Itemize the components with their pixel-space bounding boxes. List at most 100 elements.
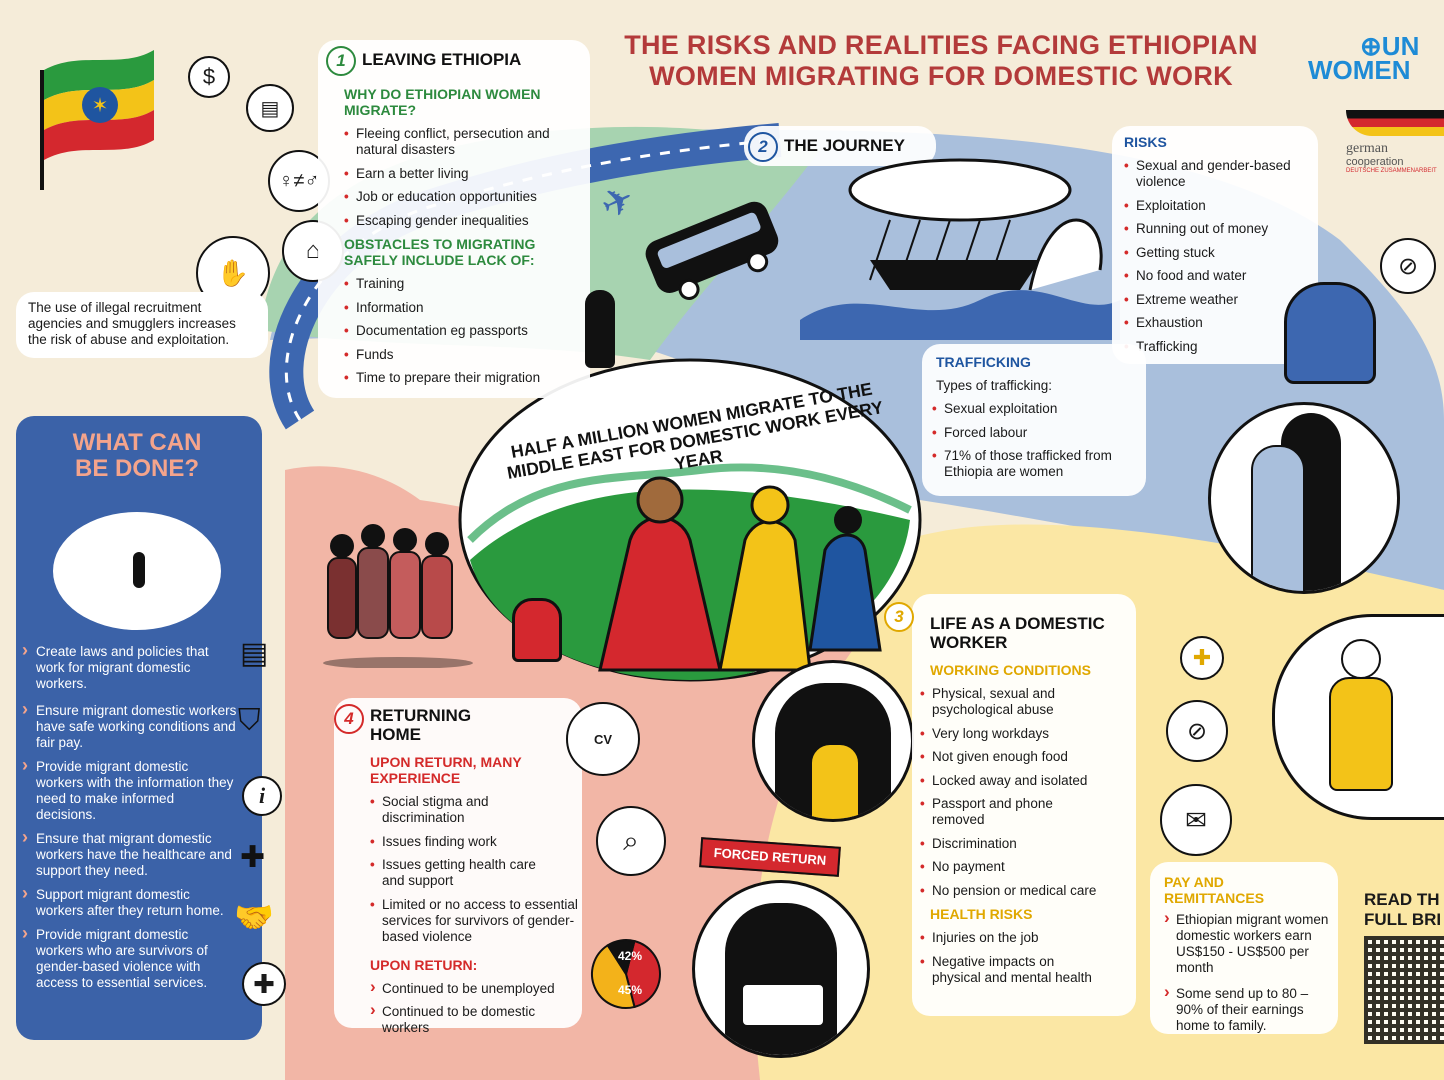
obstacles-heading: OBSTACLES TO MIGRATING SAFELY INCLUDE LA… xyxy=(344,236,536,268)
list-item: Time to prepare their migration xyxy=(344,370,578,386)
globe-icon: ⊕ xyxy=(1360,31,1382,61)
what-can-be-done-list: Create laws and policies that work for m… xyxy=(22,642,238,991)
list-item: Continued to be unemployed xyxy=(370,979,572,997)
list-item: Limited or no access to essential servic… xyxy=(370,897,580,945)
list-item: Locked away and isolated xyxy=(920,773,1128,789)
list-item: Sexual and gender-based violence xyxy=(1124,158,1308,190)
forced-return-illustration xyxy=(692,880,870,1058)
pie-slice-unemployed xyxy=(624,939,661,1009)
section-4-title: RETURNING HOME xyxy=(370,706,472,744)
walking-woman-icon xyxy=(585,290,615,368)
shield-check-icon: ⛉ xyxy=(238,704,261,737)
list-item: Documentation eg passports xyxy=(344,323,578,339)
list-item: Information xyxy=(344,300,578,316)
law-document-icon: ▤ xyxy=(240,637,269,670)
cash-envelope-icon: ✉ xyxy=(1160,784,1232,856)
returning-group-illustration xyxy=(323,524,473,668)
list-item: Support migrant domestic workers after t… xyxy=(22,885,238,919)
pay-list: Ethiopian migrant women domestic workers… xyxy=(1164,910,1330,1034)
list-item: Very long workdays xyxy=(920,726,1128,742)
what-can-be-done-title: WHAT CAN BE DONE? xyxy=(72,429,202,482)
list-item: Funds xyxy=(344,347,578,363)
pie-label-unemployed: 42% xyxy=(618,949,642,963)
working-conditions-heading: WORKING CONDITIONS xyxy=(930,662,1091,678)
list-item: Ensure migrant domestic workers have saf… xyxy=(22,701,238,751)
medical-cross-icon: ✚ xyxy=(242,962,286,1006)
list-item: Continued to be domestic workers xyxy=(370,1002,552,1036)
section-1-title: LEAVING ETHIOPIA xyxy=(362,50,522,70)
pay-remittances-panel: PAY AND REMITTANCES Ethiopian migrant wo… xyxy=(1150,862,1338,1034)
list-item: Sexual exploitation xyxy=(932,401,1136,417)
no-food-icon: ⊘ xyxy=(1166,700,1228,762)
trafficking-panel: TRAFFICKING Types of trafficking: Sexual… xyxy=(922,344,1146,496)
no-medical-icon: ✚ xyxy=(1180,636,1224,680)
pie-slice-rest xyxy=(606,939,636,977)
health-risks-list: Injuries on the job Negative impacts on … xyxy=(920,930,1128,986)
svg-text:✶: ✶ xyxy=(92,93,109,117)
list-item: No payment xyxy=(920,859,1128,875)
section-1-number: 1 xyxy=(326,46,356,76)
illegal-recruitment-note: The use of illegal recruitment agencies … xyxy=(16,292,268,358)
list-item: Extreme weather xyxy=(1124,292,1308,308)
boat-storm-illustration xyxy=(800,158,1120,340)
list-item: Forced labour xyxy=(932,425,1136,441)
domestic-worker-illustration xyxy=(1272,614,1444,820)
list-item: Fleeing conflict, persecution and natura… xyxy=(344,126,578,158)
section-4-number: 4 xyxy=(334,704,364,734)
trafficking-circle-illustration xyxy=(1208,402,1400,594)
return-stats-pie: 42% 45% xyxy=(591,939,661,1009)
risks-list: Sexual and gender-based violence Exploit… xyxy=(1124,158,1308,355)
section-2-number: 2 xyxy=(748,132,778,162)
section-2-title: THE JOURNEY xyxy=(784,136,905,156)
ethiopia-flag-icon: ✶ xyxy=(40,50,154,190)
hands-illustration xyxy=(53,512,221,630)
risks-heading: RISKS xyxy=(1124,134,1167,150)
health-risks-heading: HEALTH RISKS xyxy=(930,906,1033,922)
exhausted-woman-icon xyxy=(1284,282,1376,384)
list-item: 71% of those trafficked from Ethiopia ar… xyxy=(932,448,1136,480)
list-item: Getting stuck xyxy=(1124,245,1308,261)
flag-ribbon-icon xyxy=(1346,110,1444,136)
qr-code[interactable] xyxy=(1364,936,1444,1044)
section-4-number-wrap: 4 xyxy=(334,704,370,734)
list-item: Job or education opportunities xyxy=(344,189,578,205)
list-item: Running out of money xyxy=(1124,221,1308,237)
why-migrate-list: Fleeing conflict, persecution and natura… xyxy=(344,126,578,229)
trafficking-types-list: Sexual exploitation Forced labour 71% of… xyxy=(932,401,1136,480)
list-item: No pension or medical care xyxy=(920,883,1128,899)
migrating-women-illustration xyxy=(598,476,882,672)
cv-document-icon: CV xyxy=(566,702,640,776)
list-item: Create laws and policies that work for m… xyxy=(22,642,238,692)
healthcare-hands-icon: ✚ xyxy=(240,841,266,874)
trafficking-heading: TRAFFICKING xyxy=(936,354,1031,370)
magnifier-doctor-icon: ⌕ xyxy=(596,806,666,876)
list-item: Physical, sexual and psychological abuse xyxy=(920,686,1082,718)
map-icon xyxy=(741,983,825,1027)
pie-slice-domestic xyxy=(591,943,636,1009)
journey-risks-panel: RISKS Sexual and gender-based violence E… xyxy=(1112,126,1318,364)
info-icon: i xyxy=(242,776,282,816)
section-leaving-ethiopia: 1 LEAVING ETHIOPIA WHY DO ETHIOPIAN WOMEN… xyxy=(318,40,590,398)
list-item: Some send up to 80 – 90% of their earnin… xyxy=(1164,984,1330,1034)
list-item: Passport and phone removed xyxy=(920,796,1082,828)
section-journey-header: 2 THE JOURNEY xyxy=(744,126,936,166)
section-3-number-wrap: 3 xyxy=(884,602,920,632)
read-full-brief: READ TH FULL BRI xyxy=(1364,890,1442,929)
why-migrate-heading: WHY DO ETHIOPIAN WOMEN MIGRATE? xyxy=(344,86,541,118)
list-item: Social stigma and discrimination xyxy=(370,794,532,826)
list-item: Training xyxy=(344,276,578,292)
what-can-be-done-panel: WHAT CAN BE DONE? Create laws and polici… xyxy=(16,416,262,1040)
obstacles-list: Training Information Documentation eg pa… xyxy=(344,276,578,386)
list-item: Injuries on the job xyxy=(920,930,1128,946)
certificate-icon: ▤ xyxy=(246,84,294,132)
upon-return-heading: UPON RETURN, MANY EXPERIENCE xyxy=(370,754,522,786)
section-returning-home: 4 RETURNING HOME UPON RETURN, MANY EXPER… xyxy=(334,698,582,1035)
list-item: Escaping gender inequalities xyxy=(344,213,578,229)
list-item: Discrimination xyxy=(920,836,1128,852)
list-item: Exhaustion xyxy=(1124,315,1308,331)
upon-return-stats-heading: UPON RETURN: xyxy=(370,956,478,973)
upon-return-stats-list: Continued to be unemployed Continued to … xyxy=(370,979,572,1037)
section-3-title: LIFE AS A DOMESTIC WORKER xyxy=(930,614,1105,652)
no-water-icon: ⊘ xyxy=(1380,238,1436,294)
pie-label-domestic: 45% xyxy=(618,983,642,997)
